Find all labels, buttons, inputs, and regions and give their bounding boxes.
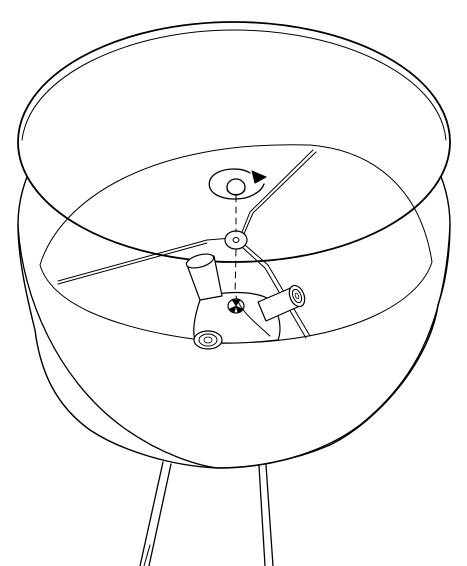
spider-arm-lower-right [244, 244, 311, 337]
lamp-shade [17, 21, 451, 469]
shade-spider-harp [57, 149, 317, 339]
shade-front-edge [17, 224, 451, 469]
socket-hub [193, 291, 281, 344]
hub-center-screw-icon [227, 298, 245, 314]
tripod-legs [139, 461, 274, 566]
socket-lower-left [193, 330, 223, 350]
alignment-dashed-line [234, 195, 237, 297]
rotate-clockwise-arrow-icon [208, 168, 267, 200]
socket-upper-left [185, 253, 223, 301]
finial-knob [226, 178, 246, 196]
power-cord [235, 295, 271, 337]
shade-top-rim-outer [17, 21, 451, 263]
shade-bottom-rim [39, 144, 433, 343]
shade-top-rim-inner [21, 29, 447, 141]
socket-right [257, 284, 306, 322]
socket-cluster [185, 253, 306, 350]
lamp-leg-right [258, 464, 274, 566]
spider-center-washer [224, 230, 248, 250]
spider-arm-left [57, 237, 233, 282]
spider-arm-upper-right [239, 149, 314, 238]
lamp-leg-left [139, 461, 172, 566]
